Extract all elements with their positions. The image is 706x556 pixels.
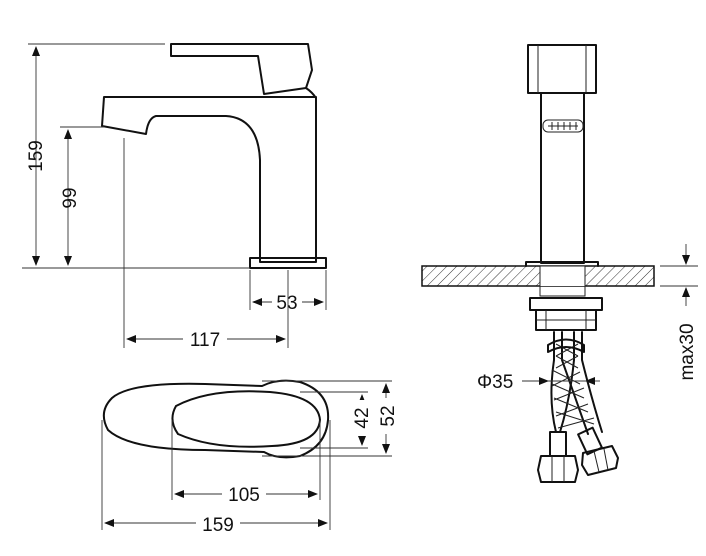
dim-base-width-label: 53 <box>276 293 297 314</box>
mounting-nut <box>529 297 603 311</box>
dim-spout-reach-label: 117 <box>190 330 220 351</box>
dim-diameter-label: Φ35 <box>477 372 513 393</box>
top-handle-outline <box>102 379 330 459</box>
dim-handle-outer-label: 52 <box>378 405 399 426</box>
side-lever-handle <box>170 43 313 95</box>
hose-right <box>561 331 589 435</box>
hex-nut-right <box>581 445 619 476</box>
side-view: 159 99 53 117 <box>22 43 327 351</box>
dim-deck-thickness-label: max30 <box>677 323 698 380</box>
dim-height-total-label: 159 <box>26 140 47 172</box>
dim-handle-inner-label: 42 <box>352 407 373 428</box>
top-view: 42 52 105 159 <box>101 379 399 536</box>
hose-left <box>550 331 557 433</box>
countertop-section <box>421 265 655 287</box>
mount-shank <box>539 265 586 297</box>
side-body-spout <box>101 96 317 263</box>
front-base-ring <box>525 261 599 267</box>
aerator-icon <box>542 119 584 133</box>
front-body <box>540 92 585 264</box>
dim-top-total-label: 159 <box>202 515 234 536</box>
fitting-left <box>549 431 567 457</box>
dim-top-inner-label: 105 <box>228 485 260 506</box>
hex-nut-left <box>537 455 579 483</box>
front-view: Φ35 max30 <box>421 44 698 483</box>
side-base-plate <box>249 257 327 269</box>
dim-spout-height-label: 99 <box>60 187 81 208</box>
top-spout-oval <box>171 390 321 448</box>
